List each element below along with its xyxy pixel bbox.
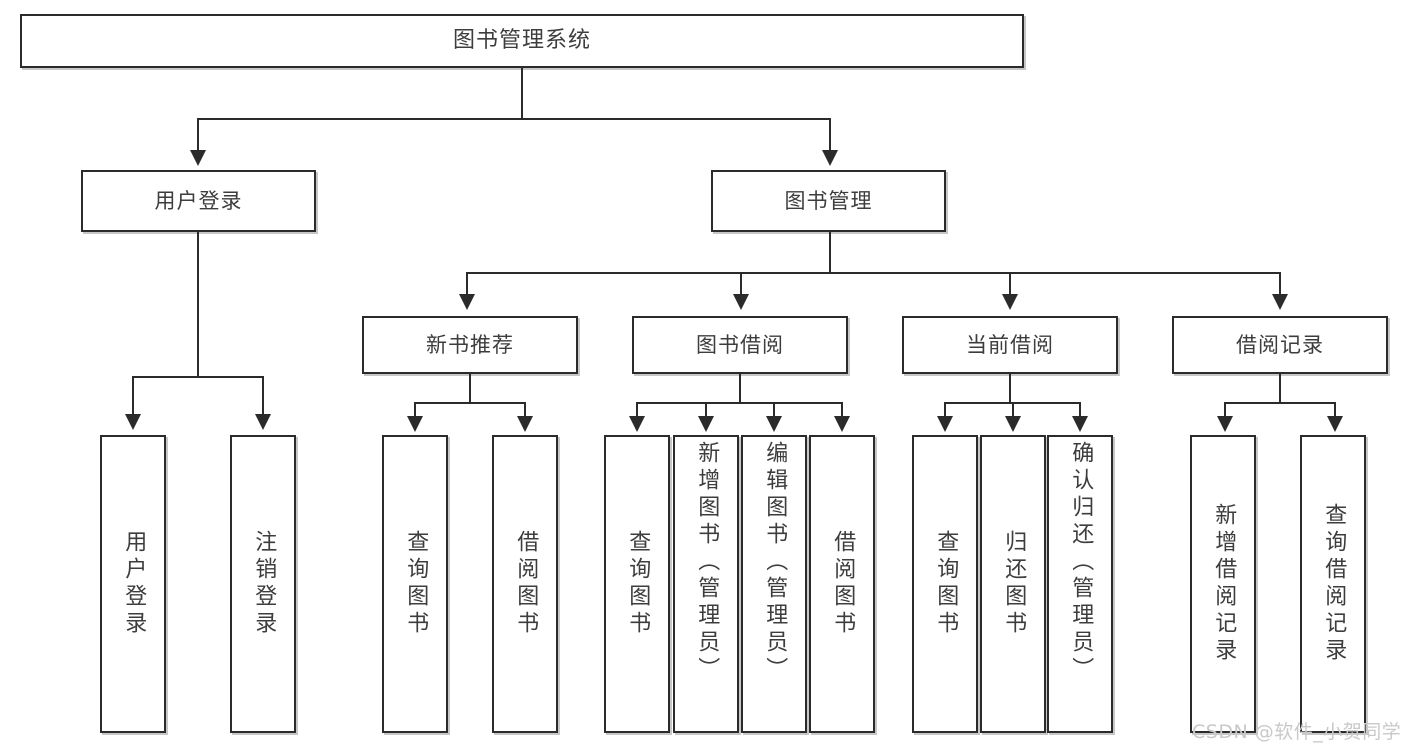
connector-book-mgmt-drop-3 (1009, 272, 1011, 296)
leaf-user-login-logout[interactable]: 注销登录 (230, 435, 296, 733)
leaf-label: 归还图书 (1001, 530, 1027, 638)
leaf-label: 查询图书 (403, 530, 429, 638)
connector-book-borrow-drop-4 (841, 402, 843, 418)
arrowhead-user-login-leaf-1 (125, 414, 141, 430)
node-user-login[interactable]: 用户登录 (81, 170, 316, 232)
node-book-management[interactable]: 图书管理 (711, 170, 946, 232)
watermark-text: CSDN @软件_小贺同学 (1192, 721, 1402, 743)
leaf-label: 借阅图书 (830, 530, 856, 638)
arrowhead-book-borrow-leaf-2 (698, 416, 714, 432)
arrowhead-current-borrow-leaf-3 (1072, 416, 1088, 432)
connector-book-borrow-drop-1 (636, 402, 638, 418)
connector-book-mgmt-drop-2 (740, 272, 742, 296)
arrowhead-to-new-book-recommend (459, 294, 475, 310)
connector-book-borrow-stem (739, 374, 741, 404)
connector-user-login-drop-1 (132, 376, 134, 416)
connector-current-borrow-drop-3 (1079, 402, 1081, 418)
connector-borrow-record-drop-2 (1334, 402, 1336, 418)
connector-book-mgmt-bus (466, 272, 1280, 274)
connector-book-borrow-bus (636, 402, 843, 404)
connector-borrow-record-bus (1224, 402, 1336, 404)
leaf-current-borrow-query-book[interactable]: 查询图书 (912, 435, 978, 733)
leaf-book-borrow-borrow-book[interactable]: 借阅图书 (809, 435, 875, 733)
connector-root-bus (197, 118, 831, 120)
connector-new-book-drop-1 (414, 402, 416, 418)
node-label: 图书管理 (784, 188, 873, 213)
connector-borrow-record-stem (1279, 374, 1281, 404)
connector-book-mgmt-drop-1 (466, 272, 468, 296)
leaf-book-borrow-add-book[interactable]: 新增图书（管理员） (673, 435, 739, 733)
node-label: 图书管理系统 (452, 28, 591, 54)
leaf-book-borrow-edit-book[interactable]: 编辑图书（管理员） (741, 435, 807, 733)
node-borrow-record[interactable]: 借阅记录 (1172, 316, 1388, 374)
leaf-borrow-record-query-record[interactable]: 查询借阅记录 (1300, 435, 1366, 733)
leaf-label: 查询图书 (625, 530, 651, 638)
arrowhead-book-borrow-leaf-1 (629, 416, 645, 432)
connector-book-borrow-drop-2 (705, 402, 707, 418)
arrowhead-to-current-borrow (1002, 294, 1018, 310)
leaf-label: 查询借阅记录 (1321, 503, 1347, 665)
arrowhead-borrow-record-leaf-1 (1217, 416, 1233, 432)
node-label: 当前借阅 (966, 332, 1054, 357)
node-current-borrow[interactable]: 当前借阅 (902, 316, 1118, 374)
arrowhead-user-login-leaf-2 (255, 414, 271, 430)
connector-root-stem (521, 68, 523, 119)
leaf-label: 查询图书 (933, 530, 959, 638)
node-label: 图书借阅 (696, 332, 784, 357)
arrowhead-book-borrow-leaf-3 (766, 416, 782, 432)
connector-new-book-bus (414, 402, 526, 404)
node-root-system[interactable]: 图书管理系统 (20, 14, 1024, 68)
leaf-new-book-query-book[interactable]: 查询图书 (382, 435, 448, 733)
node-label: 借阅记录 (1236, 332, 1324, 357)
connector-current-borrow-drop-1 (944, 402, 946, 418)
connector-root-to-user-login (197, 118, 199, 152)
arrowhead-borrow-record-leaf-2 (1327, 416, 1343, 432)
arrowhead-root-to-user-login (190, 150, 206, 166)
arrowhead-root-to-book-mgmt (822, 150, 838, 166)
node-book-borrow[interactable]: 图书借阅 (632, 316, 848, 374)
node-new-book-recommend[interactable]: 新书推荐 (362, 316, 578, 374)
connector-user-login-bus (132, 376, 264, 378)
connector-user-login-stem (197, 232, 199, 378)
node-label: 新书推荐 (426, 332, 514, 357)
connector-book-mgmt-drop-4 (1279, 272, 1281, 296)
leaf-label: 注销登录 (251, 530, 277, 638)
leaf-book-borrow-query-book[interactable]: 查询图书 (604, 435, 670, 733)
node-label: 用户登录 (154, 188, 243, 213)
connector-borrow-record-drop-1 (1224, 402, 1226, 418)
connector-user-login-drop-2 (262, 376, 264, 416)
arrowhead-new-book-leaf-2 (517, 416, 533, 432)
leaf-label: 新增借阅记录 (1211, 503, 1237, 665)
arrowhead-current-borrow-leaf-1 (937, 416, 953, 432)
connector-new-book-drop-2 (524, 402, 526, 418)
leaf-new-book-borrow-book[interactable]: 借阅图书 (492, 435, 558, 733)
arrowhead-to-book-borrow (733, 294, 749, 310)
leaf-borrow-record-add-record[interactable]: 新增借阅记录 (1190, 435, 1256, 733)
connector-book-borrow-drop-3 (773, 402, 775, 418)
leaf-label: 新增图书（管理员） (694, 441, 720, 684)
arrowhead-new-book-leaf-1 (407, 416, 423, 432)
connector-current-borrow-stem (1009, 374, 1011, 404)
leaf-label: 用户登录 (121, 530, 147, 638)
leaf-label: 借阅图书 (513, 530, 539, 638)
arrowhead-book-borrow-leaf-4 (834, 416, 850, 432)
connector-book-mgmt-stem (829, 232, 831, 274)
leaf-current-borrow-return-book[interactable]: 归还图书 (980, 435, 1046, 733)
leaf-label: 编辑图书（管理员） (762, 441, 788, 684)
connector-root-to-book-mgmt (829, 118, 831, 152)
leaf-user-login-login[interactable]: 用户登录 (100, 435, 166, 733)
leaf-current-borrow-confirm-return[interactable]: 确认归还（管理员） (1047, 435, 1113, 733)
arrowhead-to-borrow-record (1272, 294, 1288, 310)
connector-new-book-stem (469, 374, 471, 404)
arrowhead-current-borrow-leaf-2 (1005, 416, 1021, 432)
leaf-label: 确认归还（管理员） (1068, 441, 1094, 684)
connector-current-borrow-drop-2 (1012, 402, 1014, 418)
